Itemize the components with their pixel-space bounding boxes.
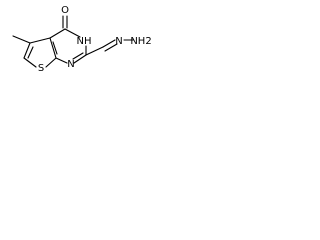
- bond-methyl: [12, 35, 31, 44]
- atom-nh2: NH2: [130, 36, 151, 47]
- bond-thiophene-c5-c6-inner: [27, 46, 34, 59]
- atom-sulfur: S: [38, 63, 44, 74]
- atom-hydrazone-n: N: [115, 36, 122, 47]
- atom-nh: NH: [77, 36, 92, 47]
- bond-thiophene-s-c7a: [45, 57, 57, 68]
- atom-nitrogen: N: [67, 59, 74, 70]
- bond-n1-c7a: [55, 57, 68, 64]
- bond-thiophene-c5-c4a: [29, 37, 51, 44]
- bond-thiophene-c5-c6: [23, 42, 31, 59]
- bond-lines: [12, 15, 134, 68]
- bond-c4a-c4: [49, 28, 66, 39]
- bond-thiophene-c6-s: [23, 57, 37, 68]
- bond-c2-n1-inner: [72, 52, 84, 60]
- bond-c2-ch: [85, 46, 104, 56]
- bond-c4-n3: [64, 28, 81, 38]
- bond-c4a-c7a-inner: [52, 41, 58, 55]
- atom-labels: O NH S N N NH2: [38, 5, 152, 74]
- atom-oxygen: O: [61, 5, 69, 16]
- bond-ch-n-a: [102, 39, 116, 48]
- bond-ch-n-b: [104, 43, 118, 52]
- bond-c2-n1: [73, 54, 87, 64]
- bond-c4a-c7a: [49, 37, 57, 59]
- molecule-structure-diagram: O NH S N N NH2: [12, 5, 152, 74]
